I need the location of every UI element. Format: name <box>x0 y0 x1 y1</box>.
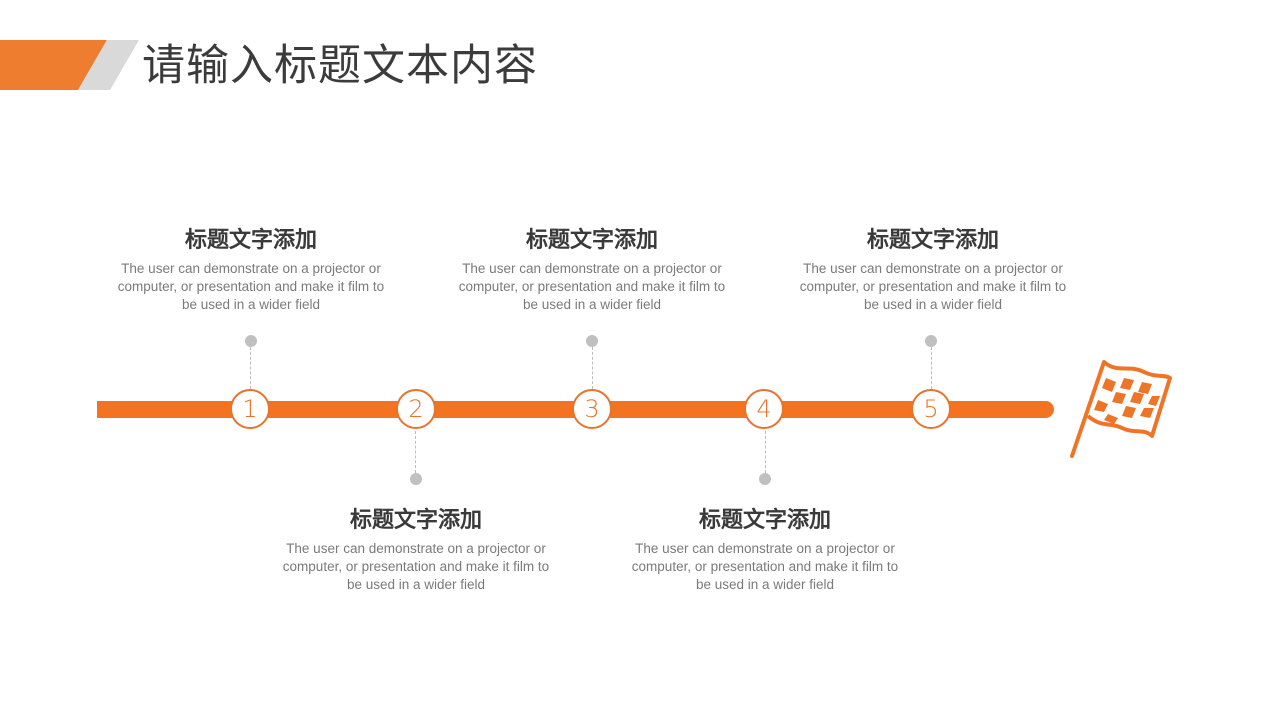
header-decoration <box>0 40 139 90</box>
step-title: 标题文字添加 <box>866 228 999 253</box>
step-description: The user can demonstrate on a projector … <box>799 261 1067 312</box>
step-description: The user can demonstrate on a projector … <box>117 261 385 312</box>
connector-dot <box>245 335 257 347</box>
connector-dot <box>586 335 598 347</box>
step-title: 标题文字添加 <box>698 508 831 533</box>
connector-line <box>765 431 766 473</box>
connector-dot <box>925 335 937 347</box>
step-title: 标题文字添加 <box>349 508 482 533</box>
step-card-5: 标题文字添加 The user can demonstrate on a pro… <box>793 226 1073 314</box>
step-title: 标题文字添加 <box>525 228 658 253</box>
step-card-3: 标题文字添加 The user can demonstrate on a pro… <box>452 226 732 314</box>
connector-dot <box>410 473 422 485</box>
step-description: The user can demonstrate on a projector … <box>458 261 726 312</box>
connector-line <box>931 347 932 389</box>
step-node-4[interactable]: 4 <box>744 389 784 429</box>
connector-line <box>592 347 593 389</box>
step-node-1[interactable]: 1 <box>230 389 270 429</box>
step-card-4: 标题文字添加 The user can demonstrate on a pro… <box>625 506 905 594</box>
step-node-3[interactable]: 3 <box>572 389 612 429</box>
step-card-2: 标题文字添加 The user can demonstrate on a pro… <box>276 506 556 594</box>
checkered-flag-icon <box>1070 360 1172 458</box>
step-description: The user can demonstrate on a projector … <box>282 541 550 592</box>
page-title: 请输入标题文本内容 <box>142 41 538 91</box>
connector-line <box>415 431 416 473</box>
step-description: The user can demonstrate on a projector … <box>631 541 899 592</box>
step-node-2[interactable]: 2 <box>396 389 436 429</box>
connector-dot <box>759 473 771 485</box>
step-node-5[interactable]: 5 <box>911 389 951 429</box>
step-title: 标题文字添加 <box>184 228 317 253</box>
step-card-1: 标题文字添加 The user can demonstrate on a pro… <box>111 226 391 314</box>
connector-line <box>250 347 251 389</box>
